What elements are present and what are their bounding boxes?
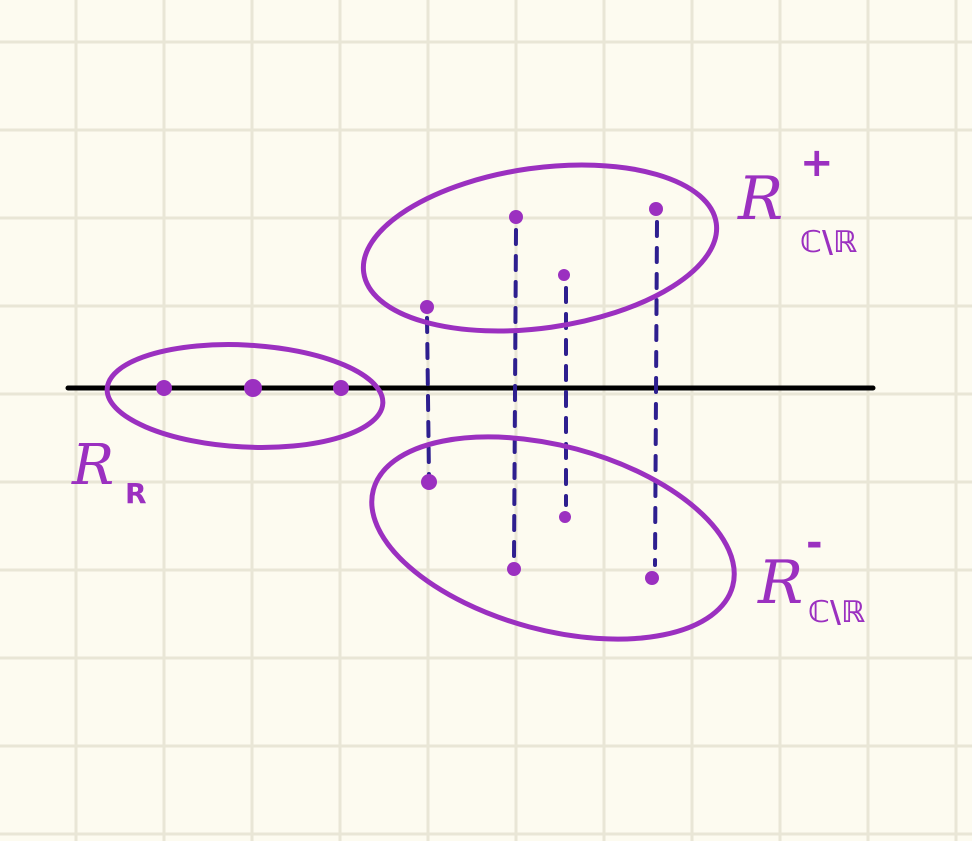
label-real-roots: R R — [71, 433, 147, 510]
label-lower-sub: ℂ\ℝ — [808, 595, 865, 630]
region-ellipses — [104, 162, 737, 642]
connector-2 — [512, 228, 518, 560]
label-lower-sup: - — [806, 520, 823, 566]
connector-1 — [425, 316, 431, 480]
upper-root — [649, 202, 663, 216]
label-upper-roots: R + ℂ\ℝ — [737, 140, 857, 260]
lower-root — [507, 562, 521, 576]
upper-root — [420, 300, 434, 314]
label-lower-main: R — [757, 548, 803, 618]
label-upper-sub: ℂ\ℝ — [800, 225, 857, 260]
real-root — [244, 379, 262, 397]
label-real-sub: R — [125, 477, 147, 510]
label-upper-main: R — [737, 164, 783, 234]
connector-4 — [653, 220, 659, 567]
lower-root — [421, 474, 437, 490]
label-lower-roots: R - ℂ\ℝ — [757, 520, 865, 630]
real-region-ellipse — [104, 342, 386, 450]
lower-root — [645, 571, 659, 585]
label-real-main: R — [71, 433, 114, 498]
lower-region-ellipse — [369, 434, 737, 642]
upper-root — [509, 210, 523, 224]
upper-region-ellipse — [360, 162, 720, 334]
roots — [156, 202, 663, 585]
real-root — [156, 380, 172, 396]
real-root — [333, 380, 349, 396]
lower-root — [559, 511, 571, 523]
upper-root — [558, 269, 570, 281]
label-upper-sup: + — [800, 140, 834, 186]
